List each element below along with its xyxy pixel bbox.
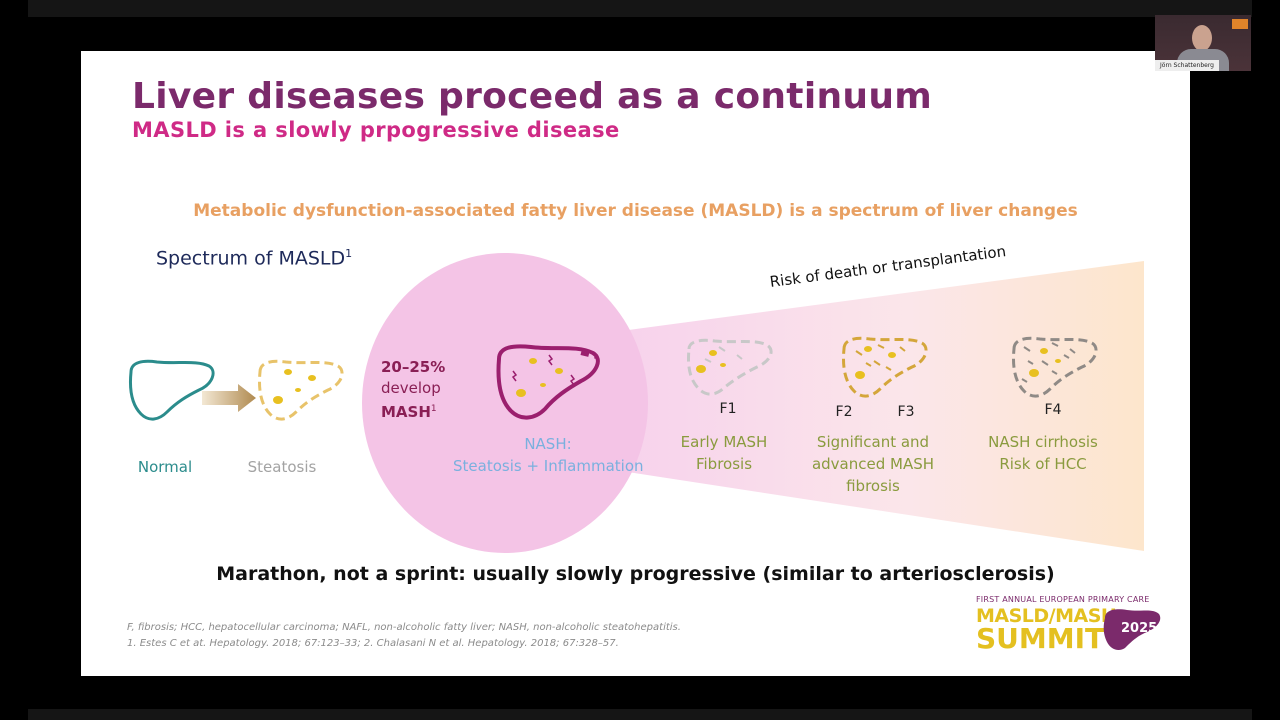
steatosis-stage-label: Steatosis: [247, 458, 317, 476]
f1-stage-label: Early MASH Fibrosis: [669, 431, 779, 475]
f1-number: F1: [719, 401, 737, 417]
summit-word: SUMMIT: [976, 622, 1105, 655]
arrow-right-icon: [202, 384, 256, 412]
liver-steatosis-icon: [258, 359, 344, 421]
nash-stage-label: NASH: Steatosis + Inflammation: [453, 433, 644, 477]
f4-label-line1: NASH cirrhosis: [988, 433, 1098, 451]
f23-label-line3: fibrosis: [846, 477, 900, 495]
spectrum-header: Metabolic dysfunction-associated fatty l…: [193, 201, 1078, 221]
nash-label-line1: NASH:: [524, 435, 572, 453]
presenter-name: Jörn Schattenberg: [1155, 60, 1219, 71]
f23-label-line2: advanced MASH: [811, 455, 935, 473]
presenter-webcam: Jörn Schattenberg: [1155, 15, 1251, 71]
summit-liver-logo: [1103, 609, 1161, 650]
footnote-references: 1. Estes C et at. Hepatology. 2018; 67:1…: [127, 638, 619, 649]
summit-tagline: FIRST ANNUAL EUROPEAN PRIMARY CARE: [976, 595, 1150, 604]
liver-nash-icon: [496, 344, 600, 420]
f4-number: F4: [1044, 402, 1062, 418]
develop-verb: develop: [381, 379, 441, 397]
normal-stage-label: Normal: [137, 458, 193, 476]
liver-f4-icon: [1012, 336, 1098, 398]
slide-title: Liver diseases proceed as a continuum: [132, 76, 933, 117]
liver-f1-icon: [687, 338, 773, 396]
video-bottom-bar: [28, 709, 1252, 720]
spectrum-label-text: Spectrum of MASLD: [156, 247, 346, 270]
f23-label-line1: Significant and: [816, 433, 930, 451]
develop-target: MASH: [381, 403, 431, 421]
f2-number: F2: [835, 404, 853, 420]
liver-f2-f3-icon: [842, 336, 928, 398]
nash-label-line2: Steatosis + Inflammation: [453, 457, 644, 475]
summit-name: MASLD/MASH: [976, 605, 1117, 627]
liver-normal-icon: [129, 359, 215, 421]
spectrum-label: Spectrum of MASLD1: [156, 247, 352, 269]
spectrum-label-sup: 1: [345, 247, 353, 260]
webcam-logo-badge: [1232, 19, 1248, 29]
f4-label-line2: Risk of HCC: [999, 455, 1087, 473]
presentation-slide: Liver diseases proceed as a continuum MA…: [81, 51, 1190, 676]
f23-stage-label: Significant and advanced MASH fibrosis: [793, 431, 953, 497]
f1-label-line2: Fibrosis: [695, 455, 753, 473]
progression-fan: [621, 261, 1144, 551]
summit-year: 2025: [1121, 621, 1158, 636]
develop-text: 20–25% develop MASH1: [381, 357, 445, 423]
presenter-head: [1192, 25, 1212, 51]
f1-label-line1: Early MASH: [680, 433, 768, 451]
develop-sup: 1: [430, 404, 437, 414]
f3-number: F3: [897, 404, 915, 420]
video-top-bar: [28, 0, 1252, 17]
marathon-statement: Marathon, not a sprint: usually slowly p…: [216, 563, 1055, 585]
footnote-abbreviations: F, fibrosis; HCC, hepatocellular carcino…: [127, 622, 681, 633]
slide-subtitle: MASLD is a slowly prpogressive disease: [132, 118, 620, 142]
develop-percent: 20–25%: [381, 358, 446, 376]
